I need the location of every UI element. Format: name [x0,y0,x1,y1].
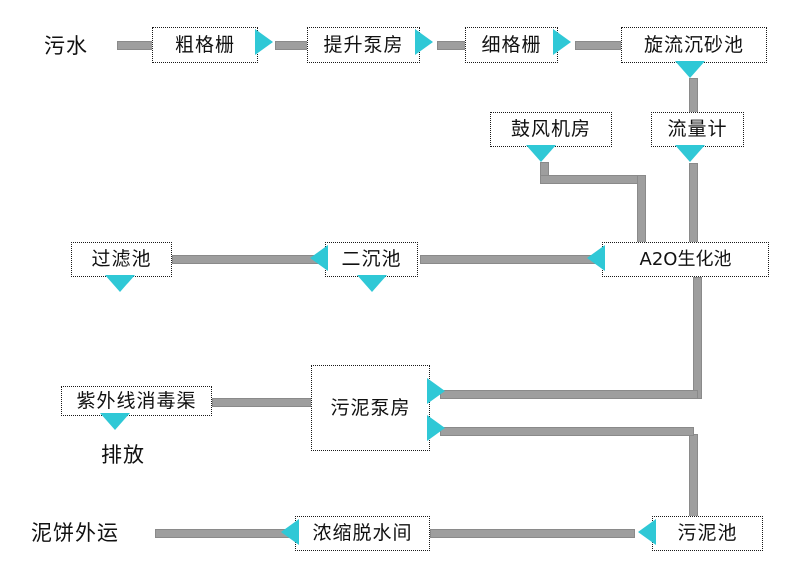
connector-cake-transport-line [155,529,292,538]
node-uv-channel[interactable]: 紫外线消毒渠 [61,386,212,416]
connector-secondary-clarifier-to-filter [172,255,327,264]
connector-grit-chamber-to-flow-meter [689,78,698,113]
arrow-head-arrow-into-secondary-clarifier [310,245,328,271]
node-dewatering[interactable]: 浓缩脱水间 [295,516,430,551]
connector-blower-to-a2o-down [637,175,646,244]
connector-lift-pump-to-fine-screen [437,41,466,50]
node-a2o-tank[interactable]: A2O生化池 [602,242,769,277]
node-secondary-clarifier[interactable]: 二沉池 [325,242,418,277]
connector-sludge-tank-up [689,434,698,518]
node-sludge-tank[interactable]: 污泥池 [652,516,763,551]
connector-a2o-down-to-sludge-pump [693,277,702,399]
node-fine-screen[interactable]: 细格栅 [465,27,558,63]
arrow-head-arrow-into-grit-chamber [553,29,571,55]
arrow-head-arrow-below-uv-channel [100,413,130,430]
arrow-head-arrow-into-sludge-tank [638,519,656,545]
arrow-head-arrow-into-dewatering [281,519,299,545]
connector-a2o-to-secondary-clarifier [420,255,603,264]
node-filter-tank[interactable]: 过滤池 [71,242,172,277]
node-grit-chamber[interactable]: 旋流沉砂池 [621,27,767,63]
arrow-head-arrow-into-fine-screen [415,29,433,55]
node-cake-transport[interactable]: 泥饼外运 [31,520,119,545]
node-flow-meter[interactable]: 流量计 [651,112,744,147]
node-blower-room[interactable]: 鼓风机房 [490,112,612,147]
arrow-head-arrow-below-flow-meter [675,145,705,162]
arrow-head-arrow-into-lift-pump [255,29,273,55]
connector-dewatering-to-sludge-tank [430,529,635,538]
arrow-head-arrow-below-secondary-clarifier [357,275,387,292]
connector-uv-to-sludge-pump [212,398,313,407]
connector-blower-right [540,175,646,184]
node-inflow[interactable]: 污水 [44,33,88,58]
arrow-head-arrow-sludge-pump-lower [427,415,445,441]
arrow-head-arrow-into-a2o-tank [587,245,605,271]
arrow-head-arrow-sludge-pump-upper [427,378,445,404]
arrow-head-arrow-below-grit-chamber [675,61,705,78]
connector-sludge-tank-left-to-pump [440,427,694,436]
connector-fine-screen-to-grit-chamber [575,41,622,50]
connector-flow-meter-to-a2o [689,163,698,243]
connector-a2o-left-to-sludge-pump [440,390,698,399]
arrow-head-arrow-below-blower-room [526,145,556,162]
connector-coarse-screen-to-lift-pump [275,41,308,50]
connector-inflow-to-coarse-screen [117,41,153,50]
node-coarse-screen[interactable]: 粗格栅 [152,27,258,63]
node-discharge[interactable]: 排放 [101,442,145,467]
node-lift-pump[interactable]: 提升泵房 [307,27,420,63]
node-sludge-pump[interactable]: 污泥泵房 [311,365,430,451]
arrow-head-arrow-below-filter-tank [105,275,135,292]
